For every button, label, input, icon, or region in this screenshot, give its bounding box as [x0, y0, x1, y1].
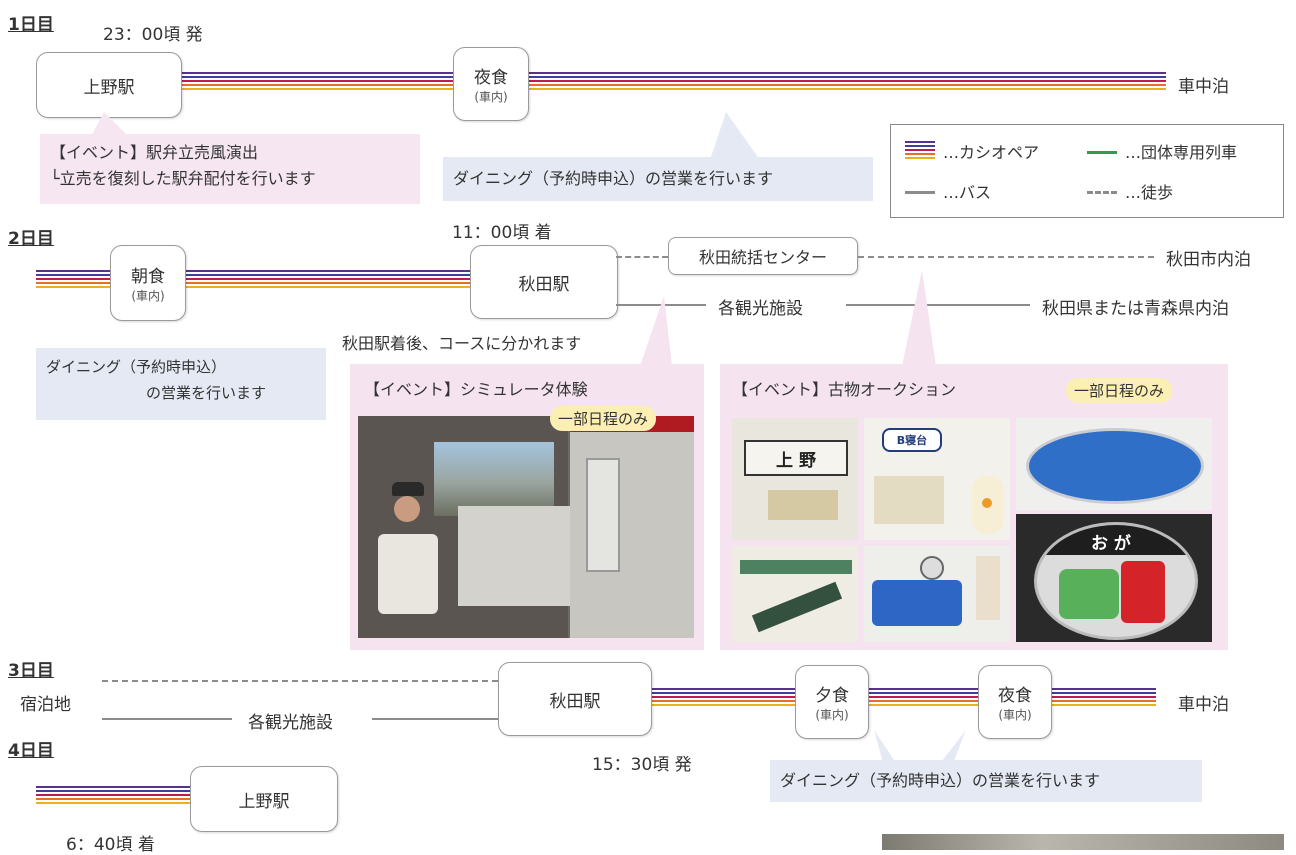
walk-route [102, 680, 498, 682]
center-name: 秋田統括センター [698, 248, 827, 267]
blue-oval-plate-photo [1016, 418, 1212, 510]
callout-pointer [902, 270, 936, 366]
callout-pointer [710, 112, 760, 160]
dining-line2: の営業を行います [146, 384, 267, 402]
prefecture-stay: 秋田県または青森県内泊 [1042, 299, 1229, 319]
legend-walk: …徒歩 [1125, 183, 1174, 202]
simulator-screen [434, 442, 554, 516]
simulator-title: 【イベント】シミュレータ体験 [364, 380, 588, 399]
callout-pointer [90, 112, 130, 138]
station-name: 秋田駅 [518, 274, 570, 295]
dining-note-day3: ダイニング（予約時申込）の営業を行います [770, 760, 1202, 802]
oga-headmark: お が [1034, 522, 1198, 640]
meal-name: 夜食 [998, 686, 1032, 706]
overnight-train-day1: 車中泊 [1178, 77, 1229, 97]
dining-line1: ダイニング（予約時申込） [46, 358, 227, 376]
meal-name: 朝食 [131, 267, 165, 287]
akita-city-stay: 秋田市内泊 [1166, 250, 1251, 270]
day1-label: 1日目 [8, 15, 54, 35]
breakfast-day2[interactable]: 朝食 (車内) [110, 245, 186, 321]
day3-label: 3日目 [8, 661, 54, 681]
overnight-train-day3: 車中泊 [1178, 695, 1229, 715]
ueno-station-day1[interactable]: 上野駅 [36, 52, 182, 118]
dining-note-day2: ダイニング（予約時申込） の営業を行います [36, 348, 326, 420]
simulator-photo [358, 416, 694, 638]
oga-headmark-photo: お が [1016, 514, 1212, 642]
station-name: 上野駅 [238, 791, 290, 812]
event-detail: └立売を復刻した駅弁配付を行います [50, 169, 316, 188]
day3-departure-time: 15：30頃 発 [592, 755, 692, 775]
day1-departure-time: 23：00頃 発 [103, 25, 203, 45]
sleeper-plate-photo: B寝台 [864, 418, 1010, 540]
meal-location: (車内) [815, 708, 849, 722]
partial-photo [882, 834, 1284, 850]
meal-name: 夕食 [815, 686, 849, 706]
sightseeing-spots-day2: 各観光施設 [718, 299, 803, 319]
auction-title: 【イベント】古物オークション [732, 380, 957, 399]
bus-route [372, 718, 498, 720]
walk-swatch [1087, 191, 1117, 194]
day4-arrival-time: 6：40頃 着 [66, 835, 155, 855]
day2-label: 2日目 [8, 229, 54, 249]
akita-center[interactable]: 秋田統括センター [668, 237, 858, 275]
station-name: 上野駅 [83, 77, 135, 98]
ekiben-event-note: 【イベント】駅弁立売風演出 └立売を復刻した駅弁配付を行います [40, 134, 420, 204]
dinner-day3[interactable]: 夕食 (車内) [795, 665, 869, 739]
meal-location: (車内) [998, 708, 1032, 722]
auction-limited-tag: 一部日程のみ [1066, 378, 1173, 403]
station-name: 秋田駅 [549, 691, 601, 712]
cassiopeia-route-day2 [36, 268, 470, 288]
ueno-station-day4[interactable]: 上野駅 [190, 766, 338, 832]
sleeper-plate: B寝台 [882, 428, 942, 452]
cassiopeia-route-day1 [180, 70, 1166, 90]
late-meal-day3[interactable]: 夜食 (車内) [978, 665, 1052, 739]
akita-station-day3[interactable]: 秋田駅 [498, 662, 652, 736]
walk-route [858, 256, 1154, 258]
callout-pointer [874, 730, 966, 766]
ueno-plate: 上 野 [744, 440, 848, 476]
group-train-swatch [1087, 151, 1117, 154]
legend: …カシオペア …団体専用列車 …バス …徒歩 [890, 124, 1284, 218]
legend-bus: …バス [943, 183, 992, 202]
day4-label: 4日目 [8, 741, 54, 761]
bus-route [846, 304, 1030, 306]
callout-pointer [640, 296, 672, 366]
sightseeing-spots-day3: 各観光施設 [248, 713, 333, 733]
simulator-limited-tag: 一部日程のみ [550, 406, 657, 431]
auction-event-panel: 【イベント】古物オークション 一部日程のみ 上 野 B寝台 お が [720, 364, 1228, 650]
meal-location: (車内) [131, 289, 165, 303]
meal-location: (車内) [474, 90, 508, 104]
blue-tray-photo [864, 546, 1010, 642]
blue-oval-plate [1026, 428, 1204, 504]
legend-group-train: …団体専用列車 [1125, 143, 1238, 162]
ueno-plate-photo: 上 野 [732, 418, 858, 540]
akita-station-day2[interactable]: 秋田駅 [470, 245, 618, 319]
event-title: 【イベント】駅弁立売風演出 [50, 143, 259, 162]
driver-cap [392, 482, 424, 496]
dining-note-day1: ダイニング（予約時申込）の営業を行います [443, 157, 873, 201]
day3-lodging: 宿泊地 [20, 695, 71, 715]
bus-swatch [905, 191, 935, 194]
day2-arrival-time: 11：00頃 着 [452, 223, 552, 243]
cassiopeia-route-day4 [36, 784, 196, 804]
bus-route [102, 718, 232, 720]
split-note: 秋田駅着後、コースに分かれます [342, 334, 582, 353]
meal-name: 夜食 [474, 68, 508, 88]
green-parts-photo [732, 546, 858, 642]
cassiopeia-swatch [905, 139, 935, 159]
simulator-event-panel: 【イベント】シミュレータ体験 一部日程のみ [350, 364, 704, 650]
late-meal-day1[interactable]: 夜食 (車内) [453, 47, 529, 121]
walk-route [616, 256, 668, 258]
cassiopeia-route-day3 [650, 686, 1156, 706]
legend-cassiopeia: …カシオペア [943, 143, 1040, 162]
